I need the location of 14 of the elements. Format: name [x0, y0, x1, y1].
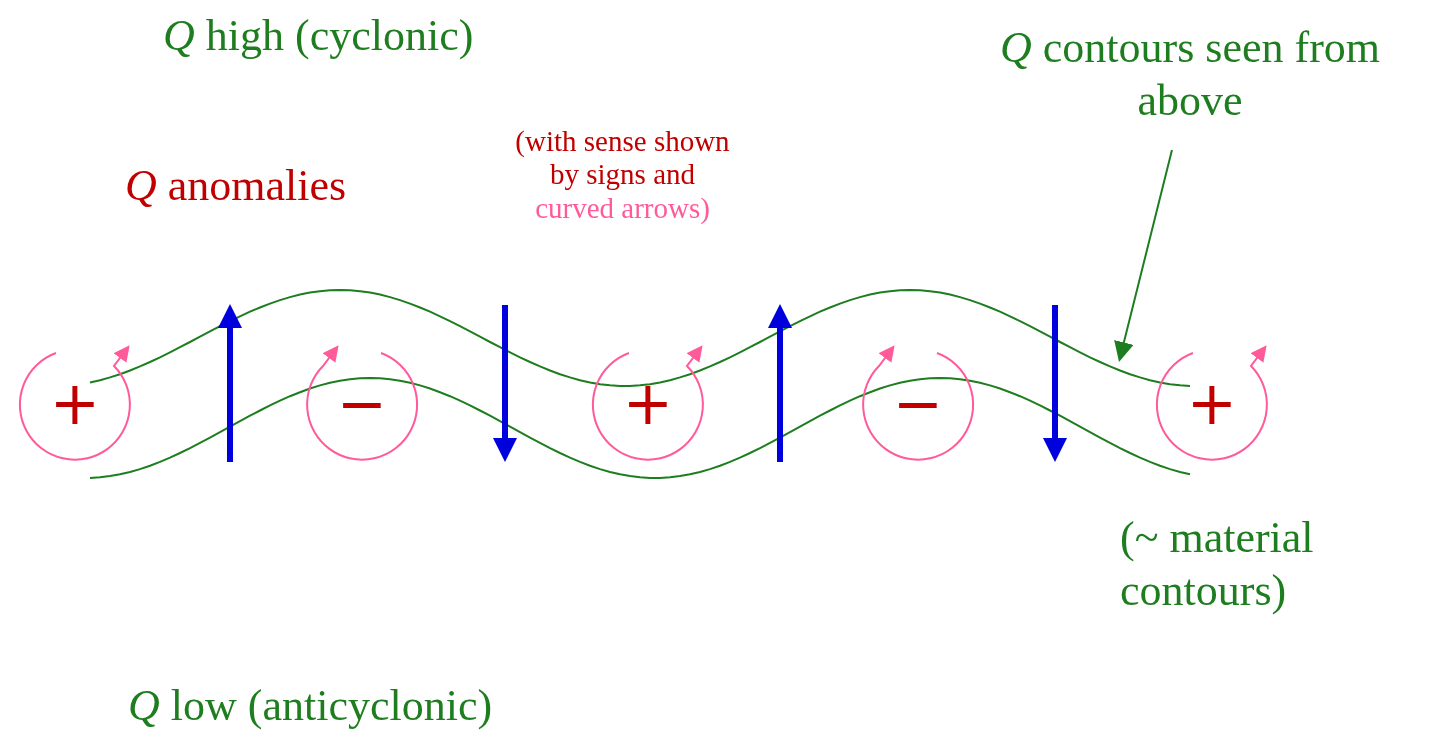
sign-symbol: −	[335, 367, 389, 440]
leader-line	[1114, 149, 1173, 362]
sign-symbol: +	[621, 367, 675, 440]
annotation-text: (with sense shown by signs and	[515, 125, 730, 191]
contour-line	[89, 289, 1191, 387]
sign-symbol: +	[48, 367, 102, 440]
annotation-text: (~ material contours)	[1120, 512, 1315, 617]
annotation-text: Q high (cyclonic)	[163, 10, 474, 61]
sign-symbol: −	[891, 367, 945, 440]
highlighted-text: curved arrows)	[535, 191, 710, 224]
annotation-text: Q low (anticyclonic)	[128, 680, 493, 731]
annotation-text: Q anomalies	[125, 160, 347, 211]
sign-symbol: +	[1185, 367, 1239, 440]
callout-text: Q contours seen from above	[999, 22, 1381, 127]
